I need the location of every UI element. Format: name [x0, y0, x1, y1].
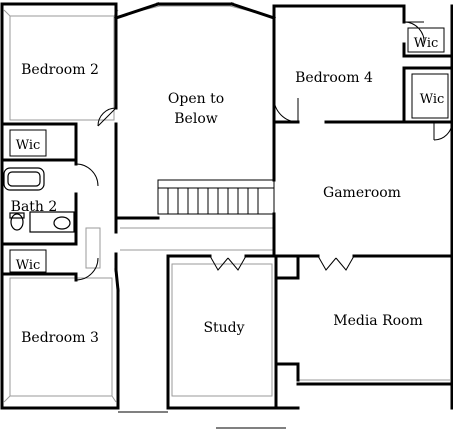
exterior-marks — [118, 411, 286, 429]
room-label-bedroom-4: Bedroom 4 — [295, 70, 373, 86]
room-label-gameroom: Gameroom — [323, 185, 401, 201]
room-label-bath-2: Bath 2 — [11, 199, 58, 215]
stair-railing — [157, 179, 275, 215]
door-swings — [75, 21, 453, 281]
room-label-wic-bedroom-4-top: Wic — [414, 36, 439, 51]
toilet-icon — [10, 213, 24, 231]
room-label-wic-bedroom-4-right: Wic — [420, 92, 445, 107]
sink-icon — [53, 216, 71, 230]
room-label-open-to-below-line-1: Open to — [168, 91, 224, 107]
room-label-media-room: Media Room — [333, 313, 423, 329]
bathtub-icon — [3, 167, 45, 191]
walls — [0, 2, 453, 410]
room-label-wic-bedroom-2: Wic — [16, 138, 41, 153]
room-label-study: Study — [203, 320, 244, 336]
bath-fixtures — [3, 167, 75, 233]
room-label-open-to-below-line-2: Below — [174, 111, 217, 127]
room-label-bedroom-2: Bedroom 2 — [21, 62, 99, 78]
room-label-bedroom-3: Bedroom 3 — [21, 330, 99, 346]
closets — [9, 27, 449, 273]
ceiling-hatch — [3, 5, 450, 403]
room-label-wic-bedroom-3: Wic — [16, 258, 41, 273]
